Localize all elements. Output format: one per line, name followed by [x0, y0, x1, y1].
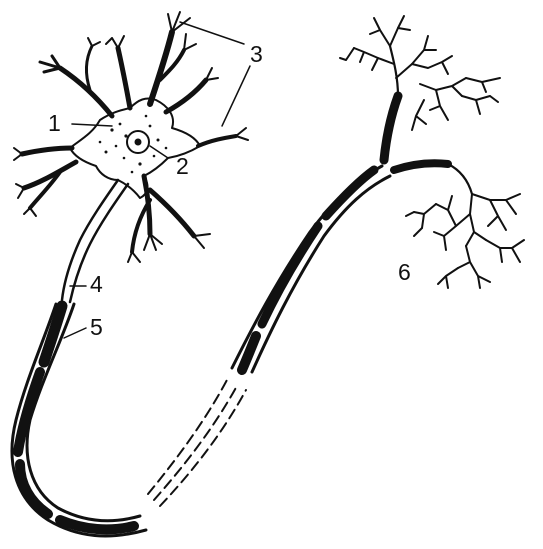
label-1: 1	[48, 110, 61, 136]
label-4: 4	[90, 271, 103, 297]
label-3: 3	[250, 41, 263, 67]
label-5: 5	[90, 314, 103, 340]
leader-3b	[222, 66, 250, 126]
axon-terminal-lower	[406, 164, 524, 288]
dendrites	[14, 12, 248, 262]
label-6: 6	[398, 259, 411, 285]
nucleolus	[135, 139, 142, 146]
soma	[70, 98, 200, 198]
leader-1	[72, 124, 112, 126]
axon-terminal-upper	[340, 16, 500, 130]
leader-3a	[180, 22, 244, 44]
leader-5	[64, 328, 86, 338]
soma-granules	[99, 115, 168, 174]
nucleus	[127, 131, 149, 153]
label-2: 2	[176, 153, 189, 179]
